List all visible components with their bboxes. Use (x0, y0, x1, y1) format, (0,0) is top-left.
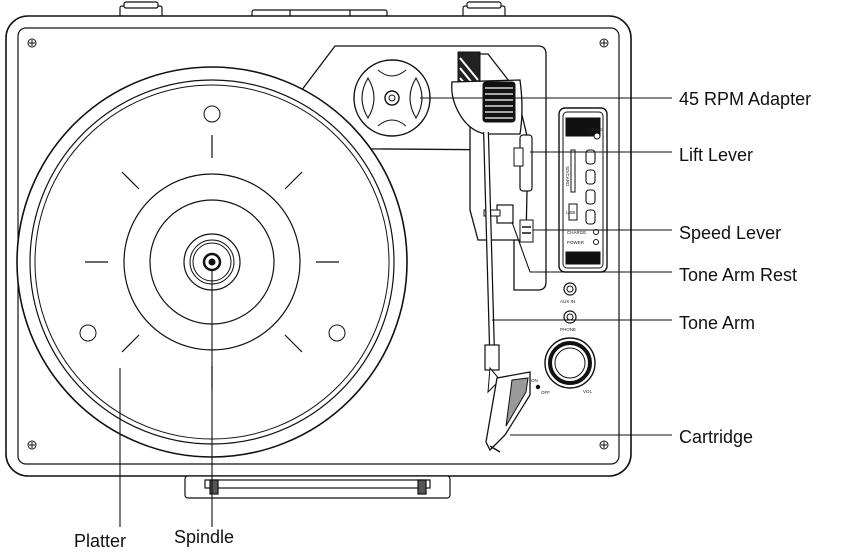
label-tone-arm-rest: Tone Arm Rest (679, 265, 798, 285)
off-text: OFF (541, 390, 550, 395)
leader-lines (119, 97, 672, 527)
phone-text: PHONE (560, 327, 576, 332)
corner-screws (27, 38, 609, 450)
rpm-adapter (353, 59, 431, 137)
label-spindle: Spindle (174, 527, 235, 547)
volume-knob (535, 337, 596, 390)
platter (16, 66, 408, 458)
label-cartridge: Cartridge (679, 427, 754, 447)
vol-text: VOL (583, 389, 593, 394)
spindle (202, 252, 222, 272)
power-text: POWER (567, 240, 585, 245)
label-platter: Platter (74, 531, 127, 551)
label-45-rpm-adapter: 45 RPM Adapter (679, 89, 812, 109)
on-text: ON (531, 378, 538, 383)
tone-arm-assembly (451, 51, 534, 453)
label-speed-lever: Speed Lever (679, 223, 782, 243)
mode-text: MODE (589, 127, 603, 132)
aux-in-text: AUX IN (560, 299, 575, 304)
label-lift-lever: Lift Lever (679, 145, 754, 165)
control-panel (558, 107, 608, 273)
charge-text: CHARGE (567, 230, 586, 235)
bottom-handle (184, 475, 451, 499)
label-tone-arm: Tone Arm (679, 313, 756, 333)
jacks (563, 282, 577, 324)
usb-text: USB (566, 210, 575, 215)
sd-card-text: SD/CARD (565, 166, 570, 187)
